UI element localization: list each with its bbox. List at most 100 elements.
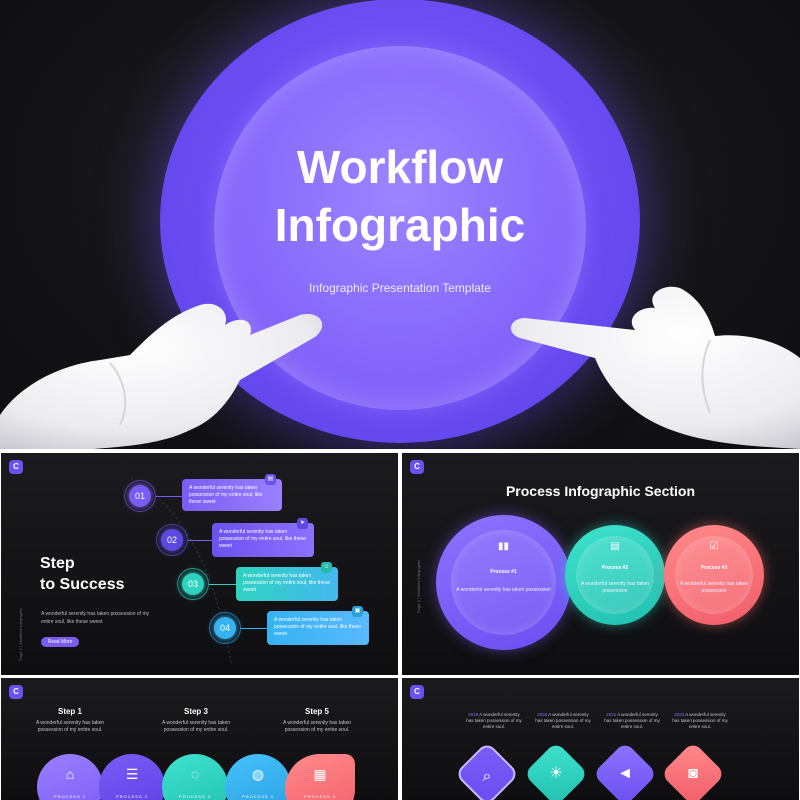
step-card-text-1: A wonderful serenity has taken possessio…: [189, 485, 263, 505]
hero-title: Workflow Infographic: [200, 138, 600, 254]
step-card-text-4: A wonderful serenity has taken possessio…: [274, 617, 361, 637]
side-page-label: Page 2 | Workflow Infographic: [18, 607, 23, 661]
paper-plane-icon: ➤: [297, 518, 308, 529]
step-title-1: Step 1: [57, 707, 82, 716]
timeline-year-1: 2019: [468, 712, 479, 717]
process-circle-inner-1: [451, 530, 556, 635]
timeline-desc-3: A wonderful serenity has taken possessio…: [604, 712, 660, 729]
step-text-3: A wonderful serenity has taken possessio…: [161, 720, 231, 733]
timeline-year-3: 2021: [606, 712, 617, 717]
blob-label-3: PROCESS 3: [179, 794, 211, 799]
connector-1: [156, 496, 182, 497]
hero-subtitle: Infographic Presentation Template: [309, 281, 491, 295]
side-page-label: Page 3 | Workflow Infographic: [416, 559, 421, 613]
timeline-diamond-1: ⌕: [454, 741, 520, 800]
process-circle-2: ▤ Process #2 A wonderful serenity has ta…: [565, 525, 665, 625]
timeline-year-4: 2022: [674, 712, 685, 717]
process-label-2: Process #2: [601, 565, 629, 571]
step-ring-1: [124, 480, 156, 512]
process-infographic-slide: C Page 3 | Workflow Infographic Process …: [402, 453, 799, 675]
step-column-5: Step 5 A wonderful serenity has taken po…: [282, 707, 352, 734]
connector-4: [241, 628, 267, 629]
step-ring-4: [209, 612, 241, 644]
process-text-1: A wonderful serenity has taken possessio…: [456, 587, 551, 593]
step-card-text-2: A wonderful serenity has taken possessio…: [219, 529, 306, 549]
step-number-1: 01: [129, 485, 151, 507]
database-icon: ☰: [125, 766, 139, 782]
dotted-arc: [130, 477, 232, 664]
timeline-desc-2: A wonderful serenity has taken possessio…: [535, 712, 591, 729]
process-text-3: A wonderful serenity has taken possessio…: [679, 581, 749, 594]
right-hand-icon: [510, 286, 800, 449]
camera-icon: ◙: [688, 765, 698, 782]
process-label-3: Process #3: [700, 565, 728, 571]
step-ring-3: [177, 568, 209, 600]
step-heading-line2: to Success: [40, 576, 125, 593]
megaphone-icon: ◄: [617, 765, 633, 782]
read-more-button[interactable]: Read More: [41, 637, 79, 647]
step-column-3: Step 3 A wonderful serenity has taken po…: [161, 707, 231, 734]
process-heading: Process Infographic Section: [505, 483, 696, 499]
chat-icon: ◌: [190, 766, 200, 782]
timeline-text-4: 2022 A wonderful serenity has taken poss…: [670, 712, 730, 730]
left-hand-icon: [0, 303, 323, 449]
timeline-slide: C 2019 A wonderful serenity has taken po…: [402, 678, 799, 800]
process-blob-2: ☰ PROCESS 2: [99, 754, 165, 800]
hero-title-line2: Infographic: [274, 199, 526, 251]
slide-badge: C: [410, 685, 424, 699]
clipboard-icon: ▤: [610, 541, 620, 552]
timeline-text-2: 2020 A wonderful serenity has taken poss…: [533, 712, 593, 730]
timeline-text-3: 2021 A wonderful serenity has taken poss…: [602, 712, 662, 730]
process-blob-1: ⌂ PROCESS 1: [37, 754, 103, 800]
check-icon: ☑: [709, 541, 719, 552]
blob-label-1: PROCESS 1: [54, 794, 86, 799]
process-circle-inner-2: [576, 536, 654, 614]
blob-label-5: PROCESS 5: [304, 794, 336, 799]
step-number-4: 04: [214, 617, 236, 639]
step-ring-2: [156, 524, 188, 556]
step-text-1: A wonderful serenity has taken possessio…: [35, 720, 105, 733]
timeline-diamond-3: ◄: [592, 741, 658, 800]
timeline-diamond-2: ☀: [523, 741, 589, 800]
step-text-5: A wonderful serenity has taken possessio…: [282, 720, 352, 733]
step-number-2: 02: [161, 529, 183, 551]
step-title-3: Step 3: [183, 707, 208, 716]
timeline-year-2: 2020: [537, 712, 548, 717]
timeline-desc-1: A wonderful serenity has taken possessio…: [466, 712, 522, 729]
blob-label-2: PROCESS 2: [116, 794, 148, 799]
step-description: A wonderful serenity has taken possessio…: [41, 611, 150, 625]
process-text-2: A wonderful serenity has taken possessio…: [580, 581, 650, 594]
step-card-1: ▤ A wonderful serenity has taken possess…: [182, 474, 282, 511]
process-label-1: Process #1: [490, 569, 517, 575]
process-circle-inner-3: [675, 536, 753, 614]
save-icon: ▣: [352, 606, 363, 617]
step-number-3: 03: [182, 573, 204, 595]
timeline-text-1: 2019 A wonderful serenity has taken poss…: [464, 712, 524, 730]
step-column-1: Step 1 A wonderful serenity has taken po…: [35, 707, 105, 734]
step-to-success-slide: C Page 2 | Workflow Infographic Step to …: [1, 453, 398, 675]
step-heading-line1: Step: [40, 555, 75, 572]
blob-label-4: PROCESS 4: [242, 794, 274, 799]
user-icon: ☺: [321, 562, 332, 573]
step-card-3: ☺ A wonderful serenity has taken possess…: [236, 562, 338, 601]
step-heading: Step to Success: [40, 553, 124, 595]
hero-title-line1: Workflow: [296, 141, 504, 193]
connector-2: [188, 540, 212, 541]
process-blob-5: ▦ PROCESS 5: [285, 754, 355, 800]
timeline-desc-4: A wonderful serenity has taken possessio…: [672, 712, 728, 729]
lightbulb-icon: ☀: [548, 765, 564, 782]
connector-3: [209, 584, 236, 585]
step-title-5: Step 5: [304, 707, 329, 716]
step-card-text-3: A wonderful serenity has taken possessio…: [243, 573, 330, 593]
clipboard-icon: ▤: [265, 474, 276, 485]
process-blob-3: ◌ PROCESS 3: [162, 754, 228, 800]
bar-chart-icon: ▮▮: [497, 541, 509, 552]
globe-icon: ◍: [251, 766, 265, 782]
step-card-2: ➤ A wonderful serenity has taken possess…: [212, 518, 314, 557]
slide-badge: C: [9, 460, 23, 474]
timeline-diamond-4: ◙: [660, 741, 726, 800]
calendar-icon: ▦: [313, 766, 327, 782]
slide-badge: C: [9, 685, 23, 699]
process-circle-1: ▮▮ Process #1 A wonderful serenity has t…: [436, 515, 571, 650]
process-circle-3: ☑ Process #3 A wonderful serenity has ta…: [664, 525, 764, 625]
